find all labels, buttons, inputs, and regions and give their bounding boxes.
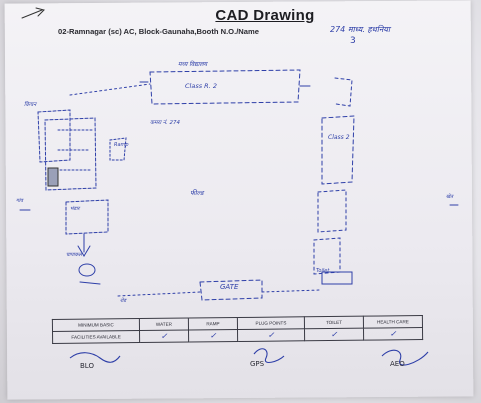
label-kitchen: किचन [24, 102, 37, 108]
table-header-cell: Minimum Basic [52, 318, 140, 332]
label-side-right: खेत [446, 194, 453, 200]
top-building-outline [149, 69, 301, 105]
table-header-cell: Water [139, 318, 189, 331]
door-mark [47, 167, 59, 187]
right-class-room [321, 115, 355, 185]
table-check-mark: ✓ [363, 327, 423, 341]
signature-middle [253, 348, 285, 364]
corner-mark [21, 7, 45, 19]
left-lower-building [65, 199, 109, 235]
handpump-mark [78, 263, 96, 277]
label-field: फील्ड [190, 189, 204, 197]
label-store: भंडार [70, 206, 80, 212]
table-check-mark: ✓ [237, 328, 305, 342]
signature-label-left: BLO [80, 362, 94, 370]
table-header-cell: Toilet [304, 316, 364, 329]
label-room: कमरा नं. 274 [150, 120, 180, 126]
table-row-label: Facilities Available [52, 330, 140, 344]
right-room-2 [317, 189, 347, 233]
label-class-top: Class R. 2 [185, 82, 217, 90]
table-check-mark: ✓ [139, 330, 189, 343]
label-ramp: Ramp [114, 142, 129, 148]
label-gate: GATE [220, 283, 239, 291]
document-title: CAD Drawing [215, 7, 315, 24]
signature-right [381, 349, 429, 366]
signature-label-right: AEO [390, 360, 405, 368]
table-header-cell: Health Care [363, 315, 423, 329]
table-check-mark: ✓ [304, 328, 364, 341]
table-header-cell: Plug Points [237, 316, 305, 330]
booth-number: 3 [350, 36, 356, 46]
table-check-mark: ✓ [188, 329, 238, 343]
left-building-1 [37, 109, 71, 163]
label-building-top: मध्य विद्यालय [178, 61, 208, 68]
toilet-box [321, 271, 353, 285]
signature-label-middle: GPS [250, 360, 265, 368]
facilities-table: Minimum Basic Water Ramp Plug Points Toi… [52, 315, 423, 344]
document-subtitle: 02-Ramnagar (sc) AC, Block-Gaunaha,Booth… [58, 27, 259, 36]
booth-handwritten: 274 माध्य. हथनिया [330, 25, 390, 34]
left-building-2 [44, 117, 97, 191]
table-header-cell: Ramp [188, 317, 238, 331]
label-class-right: Class 2 [328, 134, 350, 141]
signature-left [69, 352, 121, 363]
label-side-left: गांव [16, 198, 23, 204]
label-road: रोड [120, 298, 127, 304]
gate-outline [199, 279, 263, 301]
label-handpump: चापाकल [66, 252, 82, 258]
label-toilet: Toilet [316, 268, 330, 274]
